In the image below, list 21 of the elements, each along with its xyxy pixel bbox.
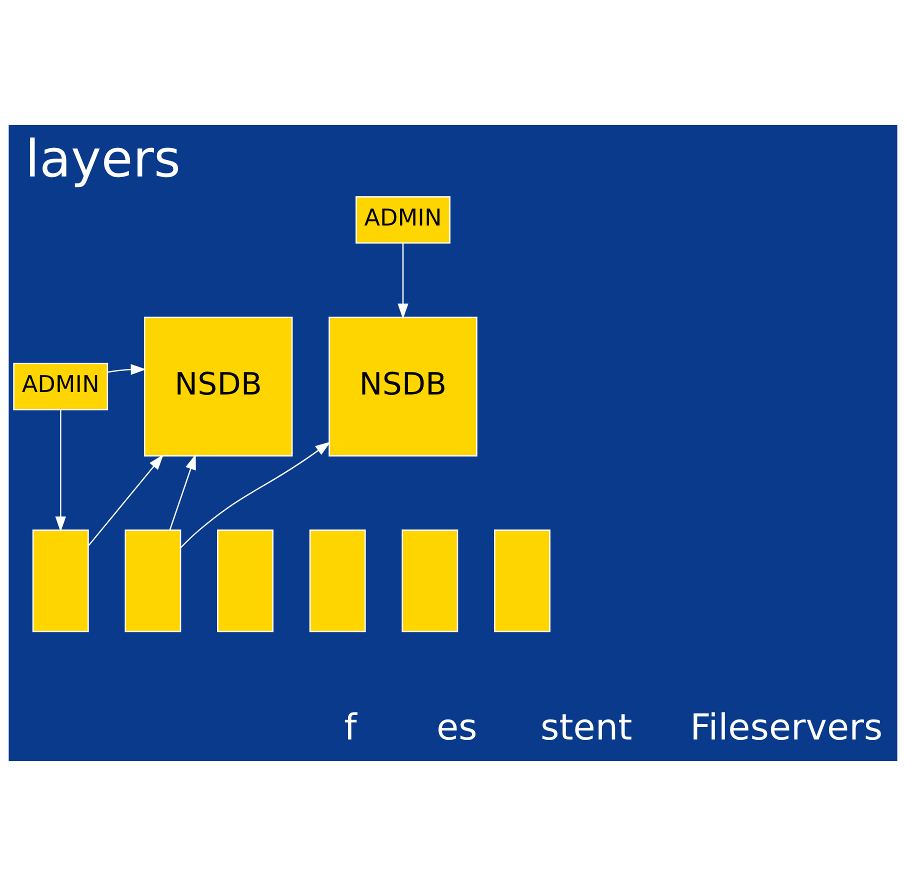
node-box — [494, 530, 550, 632]
arrow — [88, 454, 164, 546]
node-box — [309, 530, 366, 632]
arrow — [107, 364, 146, 375]
node-box — [402, 530, 458, 632]
node-box — [124, 530, 182, 632]
label: stent — [540, 708, 632, 749]
arrow — [398, 243, 408, 320]
label: es — [436, 708, 478, 749]
diagram-title: layers — [25, 129, 181, 190]
node-box: NSDB — [144, 316, 293, 456]
arrow — [169, 454, 196, 530]
node-box — [32, 530, 89, 632]
node-box: NSDB — [328, 316, 478, 456]
arrow — [180, 442, 331, 548]
arrow — [55, 410, 66, 532]
node-box: ADMIN — [13, 362, 108, 410]
label: f — [344, 708, 357, 749]
label: Fileservers — [690, 708, 883, 749]
node-box: ADMIN — [356, 196, 450, 244]
node-box — [217, 530, 274, 632]
